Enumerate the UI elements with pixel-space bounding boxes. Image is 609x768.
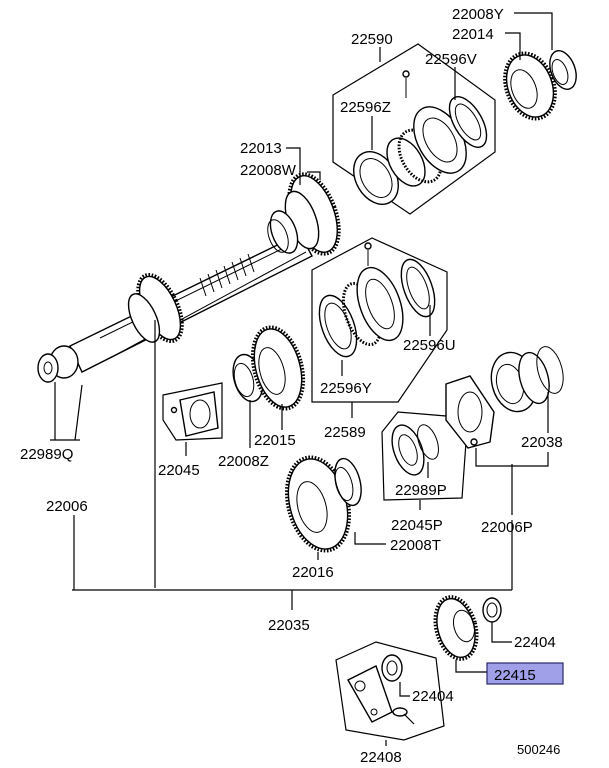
label-22038[interactable]: 22038 xyxy=(521,434,563,451)
bolt xyxy=(392,707,415,725)
needle-bearing-22404-upper xyxy=(482,597,502,623)
label-22596V[interactable]: 22596V xyxy=(425,51,477,68)
needle-bearing-22404-lower xyxy=(381,654,403,682)
group-box-22045 xyxy=(162,382,223,441)
highlight-box-22415 xyxy=(486,662,564,685)
label-22590[interactable]: 22590 xyxy=(351,31,393,48)
spacer-22045P xyxy=(391,424,439,476)
bracket-22408 xyxy=(347,665,393,723)
main-shaft xyxy=(37,233,313,383)
label-22596U[interactable]: 22596U xyxy=(403,337,456,354)
label-22008Z[interactable]: 22008Z xyxy=(218,453,269,470)
label-22404-upper[interactable]: 22404 xyxy=(514,634,556,651)
label-22596Y[interactable]: 22596Y xyxy=(320,380,372,397)
plate-22045 xyxy=(170,391,219,437)
label-22404-lower[interactable]: 22404 xyxy=(412,688,454,705)
needle-bearing-22008W xyxy=(267,210,299,254)
label-22008W[interactable]: 22008W xyxy=(240,162,297,179)
group-box-22590 xyxy=(332,43,496,215)
gear-22013 xyxy=(284,172,341,256)
label-22989P[interactable]: 22989P xyxy=(395,482,447,499)
gear-22015 xyxy=(250,325,306,411)
group-box-22408 xyxy=(335,641,445,741)
synchro-assembly-22589 xyxy=(318,242,436,358)
gear-22014 xyxy=(503,51,557,121)
plate-22038 xyxy=(445,375,495,449)
label-22408[interactable]: 22408 xyxy=(360,749,402,766)
group-box-22589 xyxy=(311,237,448,403)
reverse-idler-gear-22415 xyxy=(433,595,479,661)
label-22016[interactable]: 22016 xyxy=(292,564,334,581)
label-22989Q[interactable]: 22989Q xyxy=(20,446,73,463)
label-22008T[interactable]: 22008T xyxy=(390,537,441,554)
synchro-assembly-22590 xyxy=(353,70,488,205)
diagram-number: 500246 xyxy=(517,742,560,757)
label-22415[interactable]: 22415 xyxy=(494,667,536,684)
label-22015[interactable]: 22015 xyxy=(254,432,296,449)
label-22008Y[interactable]: 22008Y xyxy=(452,6,504,23)
needle-bearing-22008Y xyxy=(549,50,577,90)
label-22589[interactable]: 22589 xyxy=(324,424,366,441)
snap-ring-22038 xyxy=(536,346,564,394)
ball-bearing-22006P xyxy=(490,351,550,413)
label-22035[interactable]: 22035 xyxy=(268,617,310,634)
label-22045P[interactable]: 22045P xyxy=(391,517,443,534)
label-22006P[interactable]: 22006P xyxy=(481,519,533,536)
leader-lines xyxy=(50,12,553,746)
needle-bearing-22008T xyxy=(334,457,362,507)
label-22006[interactable]: 22006 xyxy=(46,498,88,515)
label-22596Z[interactable]: 22596Z xyxy=(340,99,391,116)
label-22014[interactable]: 22014 xyxy=(452,26,494,43)
label-22045[interactable]: 22045 xyxy=(158,462,200,479)
label-22013[interactable]: 22013 xyxy=(240,140,282,157)
